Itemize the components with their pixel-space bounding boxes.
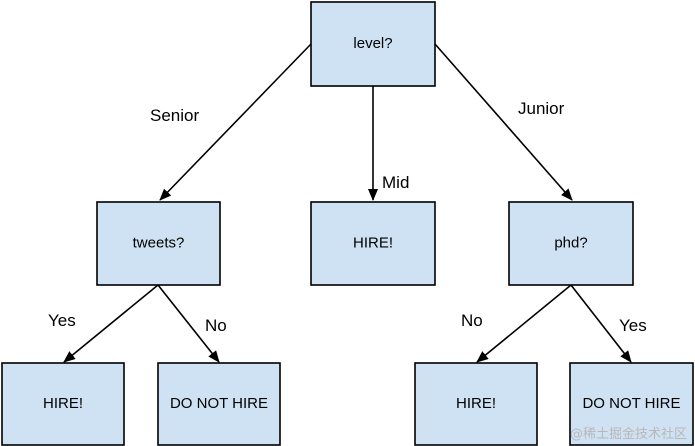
edge-label-tweets-yes: Yes: [48, 311, 76, 330]
node-phd-label: phd?: [554, 234, 587, 251]
node-phd-yes: DO NOT HIRE: [569, 362, 694, 446]
node-phd-yes-box: [569, 362, 694, 446]
edge-label-junior: Junior: [518, 99, 565, 118]
node-tweets-no-box: [157, 362, 281, 446]
node-tweets-box: [96, 201, 221, 286]
node-tweets-yes-box: [1, 362, 125, 446]
edge-label-senior: Senior: [150, 106, 199, 125]
node-phd-yes-label: DO NOT HIRE: [582, 395, 680, 412]
node-tweets: tweets?: [96, 201, 221, 286]
edge-senior: [159, 43, 312, 201]
edge-label-phd-no: No: [461, 311, 483, 330]
node-root: level?: [310, 1, 436, 87]
node-phd-box: [508, 201, 634, 286]
edge-labels: Senior Mid Junior Yes No No Yes: [48, 99, 647, 335]
node-mid-hire-label: HIRE!: [353, 234, 393, 251]
node-root-box: [310, 1, 436, 87]
node-mid-hire: HIRE!: [310, 201, 436, 286]
edge-label-phd-yes: Yes: [619, 316, 647, 335]
edge-label-mid: Mid: [382, 173, 409, 192]
node-tweets-no: DO NOT HIRE: [157, 362, 281, 446]
node-root-label: level?: [353, 35, 392, 52]
node-phd-no-box: [414, 362, 538, 446]
edge-tweets-yes: [63, 284, 159, 363]
node-phd: phd?: [508, 201, 634, 286]
edge-label-tweets-no: No: [205, 316, 227, 335]
edge-phd-yes: [570, 284, 632, 363]
edge-tweets-no: [157, 284, 220, 363]
edges: [63, 43, 632, 363]
node-mid-hire-box: [310, 201, 436, 286]
edge-junior: [434, 43, 573, 201]
watermark-text: @稀土掘金技术社区: [569, 427, 687, 442]
node-tweets-no-label: DO NOT HIRE: [170, 395, 268, 412]
node-phd-no: HIRE!: [414, 362, 538, 446]
node-tweets-label: tweets?: [133, 234, 185, 251]
edge-phd-no: [476, 284, 572, 363]
node-phd-no-label: HIRE!: [456, 395, 496, 412]
node-tweets-yes-label: HIRE!: [43, 395, 83, 412]
node-tweets-yes: HIRE!: [1, 362, 125, 446]
